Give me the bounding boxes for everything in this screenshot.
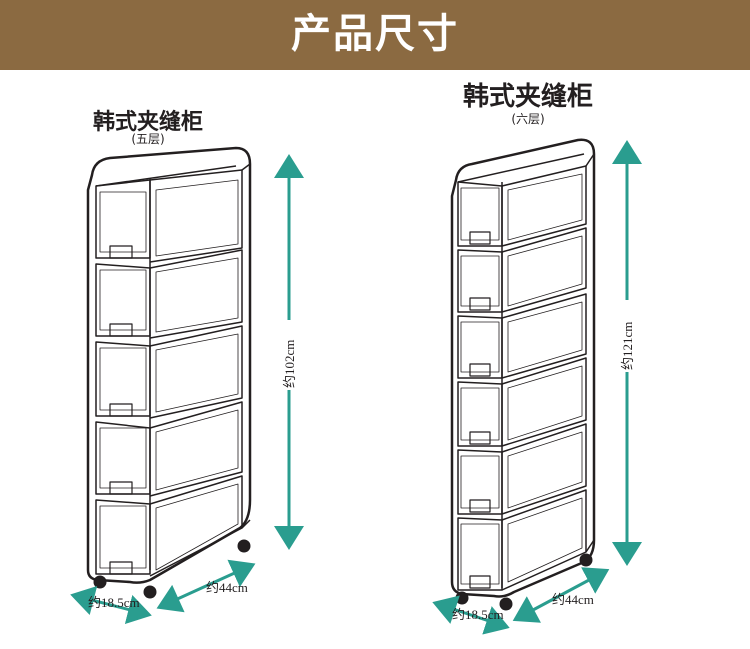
- depth-dimension-five-layer: 约44cm: [156, 559, 256, 613]
- height-label-five-layer: 约102cm: [282, 340, 297, 388]
- cabinet-six-layer: [450, 138, 596, 611]
- product-title-six-layer: 韩式夹缝柜: [462, 82, 593, 112]
- width-label-six-layer: 约18.5cm: [452, 607, 504, 622]
- page-title: 产品尺寸: [291, 11, 459, 57]
- width-label-five-layer: 约18.5cm: [88, 595, 140, 610]
- product-title-five-layer: 韩式夹缝柜: [92, 110, 203, 135]
- cabinet-five-layer: [86, 146, 252, 599]
- product-variant-five-layer: (五层): [131, 132, 165, 146]
- width-dimension-five-layer: 约18.5cm: [70, 585, 152, 625]
- height-label-six-layer: 约121cm: [620, 322, 635, 370]
- width-dimension-six-layer: 约18.5cm: [432, 595, 510, 635]
- product-variant-six-layer: (六层): [511, 112, 545, 126]
- header-bar: 产品尺寸: [0, 0, 750, 70]
- depth-label-six-layer: 约44cm: [552, 592, 594, 607]
- height-dimension-five-layer: 约102cm: [274, 154, 304, 550]
- depth-dimension-six-layer: 约44cm: [512, 567, 610, 623]
- depth-label-five-layer: 约44cm: [206, 580, 248, 595]
- height-dimension-six-layer: 约121cm: [612, 140, 642, 566]
